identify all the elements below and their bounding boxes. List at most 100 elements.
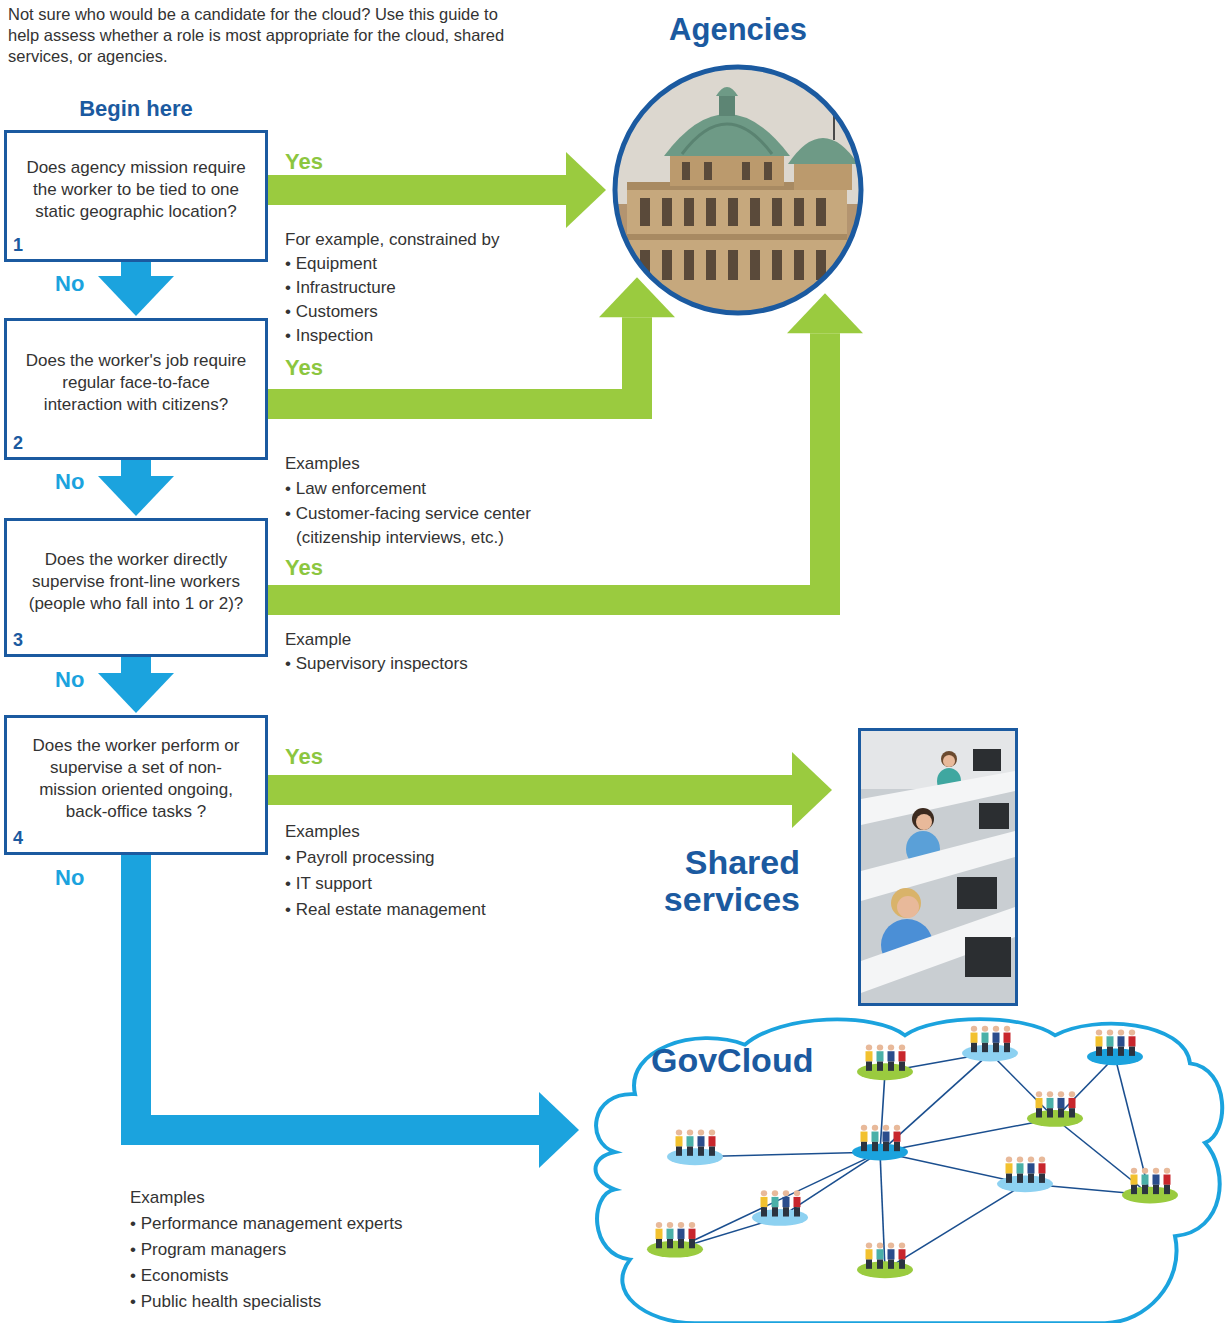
flow-arrow	[98, 657, 174, 713]
example-heading: Example	[285, 628, 351, 652]
illustration-part	[719, 94, 735, 116]
example-heading: For example, constrained by	[285, 228, 500, 252]
example-item: • Supervisory inspectors	[285, 652, 468, 676]
illustration-part	[704, 162, 712, 180]
illustration-part	[794, 250, 804, 280]
flow-arrow	[98, 460, 174, 516]
illustration-part	[885, 1184, 1025, 1270]
question-text: Does the worker directly supervise front…	[23, 549, 249, 615]
illustration-part	[788, 138, 858, 164]
illustration-part	[764, 162, 772, 180]
illustration-part	[627, 234, 847, 240]
shared-services-box: Shared services	[648, 726, 1020, 1008]
example-item: • Performance management experts	[130, 1212, 402, 1236]
illustration-part	[941, 751, 957, 767]
arrow-shaft	[268, 175, 566, 205]
flow-arrow	[268, 752, 832, 828]
illustration-part	[676, 1129, 716, 1155]
step-number: 3	[13, 630, 23, 651]
arrow-head	[792, 752, 832, 828]
illustration-part	[916, 814, 932, 830]
illustration-part	[861, 1125, 901, 1151]
window-row	[640, 162, 826, 280]
answer-label: No	[55, 470, 84, 494]
illustration-part	[861, 731, 1015, 1003]
illustration-part	[706, 250, 716, 280]
illustration-part	[728, 198, 738, 226]
arrow-shaft	[121, 460, 151, 476]
destination-title: Shared services	[648, 844, 800, 918]
building-scene	[612, 64, 864, 316]
step-number: 1	[13, 235, 23, 256]
decision-box: Does the worker directly supervise front…	[4, 518, 268, 657]
example-item: • Inspection	[285, 324, 373, 348]
illustration-part	[662, 250, 672, 280]
illustration-part	[866, 1242, 906, 1268]
illustration-part	[897, 896, 919, 918]
step-number: 2	[13, 433, 23, 454]
agencies-circle: Agencies	[600, 8, 876, 320]
illustration-part	[772, 198, 782, 226]
example-heading: Examples	[285, 452, 360, 476]
example-item: • Customer-facing service center (citize…	[285, 502, 596, 550]
agency-building-photo	[612, 64, 864, 316]
answer-label: No	[55, 866, 84, 890]
illustration-part	[1036, 1091, 1076, 1117]
illustration-part	[682, 124, 772, 154]
arrow-head	[98, 673, 174, 713]
example-item: • IT support	[285, 872, 372, 896]
example-item: • Law enforcement	[285, 477, 426, 501]
example-item: • Public health specialists	[130, 1290, 321, 1314]
answer-label: Yes	[285, 150, 323, 174]
arrow-shaft	[268, 317, 637, 404]
illustration-part	[957, 877, 997, 909]
arrow-head	[98, 276, 174, 316]
illustration-part	[612, 64, 864, 316]
illustration-part	[971, 1026, 1011, 1052]
illustration-part	[670, 152, 784, 186]
illustration-part	[843, 105, 847, 115]
arrow-shaft	[121, 262, 151, 276]
step-number: 4	[13, 828, 23, 849]
arrow-shaft	[121, 657, 151, 673]
illustration-part	[706, 198, 716, 226]
illustration-part	[1131, 1168, 1171, 1194]
illustration-part	[1096, 1030, 1136, 1056]
illustration-part	[880, 1118, 1055, 1152]
arrow-shaft	[268, 775, 792, 805]
illustration-part	[742, 162, 750, 180]
people-groups	[647, 1026, 1178, 1278]
destination-title: GovCloud	[651, 1040, 813, 1080]
example-item: • Real estate management	[285, 898, 486, 922]
illustration-part	[891, 888, 921, 918]
illustration-part	[675, 1152, 880, 1249]
answer-label: No	[55, 272, 84, 296]
illustration-part	[840, 108, 850, 112]
circle-border	[615, 67, 861, 313]
illustration-part	[866, 1045, 906, 1071]
intro-note: Not sure who would be a candidate for th…	[8, 4, 508, 67]
circle-shape	[612, 64, 864, 316]
arrow-shaft	[136, 855, 539, 1130]
illustration-part	[973, 749, 1001, 771]
illustration-part	[761, 1190, 801, 1216]
answer-label: Yes	[285, 745, 323, 769]
question-text: Does the worker perform or supervise a s…	[23, 735, 249, 823]
illustration-part	[684, 198, 694, 226]
photo-shape	[858, 728, 1018, 1006]
flow-arrow	[268, 293, 863, 600]
answer-label: No	[55, 668, 84, 692]
example-heading: Examples	[130, 1186, 205, 1210]
illustration-part	[861, 907, 1015, 993]
govcloud-cloud: GovCloud	[585, 1012, 1230, 1323]
destination-title: Agencies	[600, 12, 876, 48]
arrow-head	[566, 152, 606, 228]
example-item: • Program managers	[130, 1238, 286, 1262]
illustration-part	[990, 1053, 1055, 1118]
decision-box: Does agency mission require the worker t…	[4, 130, 268, 262]
illustration-part	[794, 198, 804, 226]
example-item: • Payroll processing	[285, 846, 435, 870]
illustration-part	[750, 198, 760, 226]
illustration-part	[662, 198, 672, 226]
